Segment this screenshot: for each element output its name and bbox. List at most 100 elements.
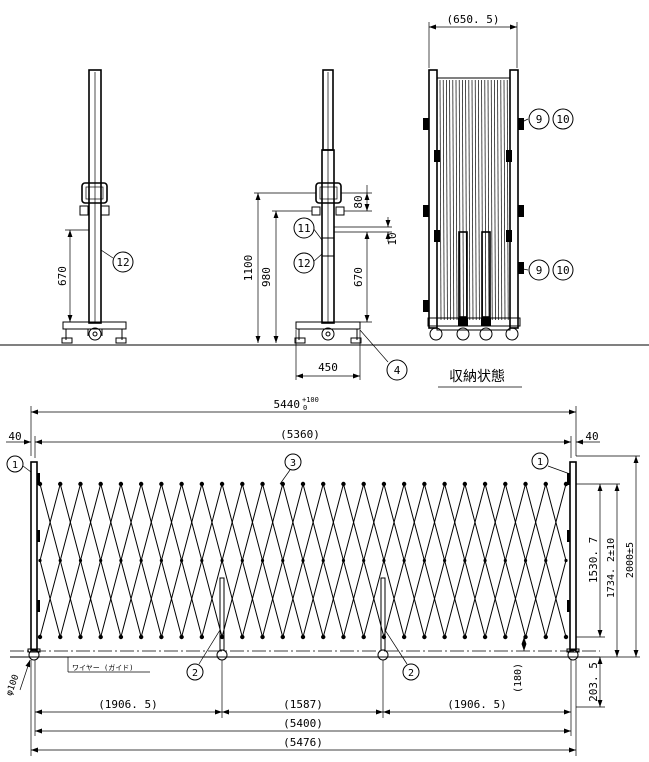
folded-bar <box>468 79 471 321</box>
lattice-bar <box>262 483 284 561</box>
balloon-10-bottom: 10 <box>556 264 569 277</box>
lattice-bar <box>464 483 486 561</box>
lattice-pin <box>362 558 366 563</box>
lattice-pin <box>503 634 508 640</box>
lattice-bar <box>423 560 446 638</box>
balloon-11: 11 <box>297 222 310 235</box>
lattice-bar <box>221 483 243 561</box>
lattice-bar <box>525 483 547 561</box>
lattice-pin <box>463 558 467 563</box>
lattice-bar <box>181 483 203 561</box>
dim-height-203: 203. 5 <box>587 662 600 702</box>
lattice-pin <box>220 558 224 563</box>
folded-bar <box>452 79 455 321</box>
lattice-bar <box>504 560 527 638</box>
balloon-12-mid: 12 <box>297 257 310 270</box>
storage-state-label: 収納状態 <box>449 369 505 385</box>
lattice-bar <box>59 560 81 638</box>
balloon-10-top: 10 <box>556 113 569 126</box>
lattice-pin <box>341 558 346 563</box>
folded-bar <box>494 79 496 321</box>
lattice-bar <box>444 560 466 638</box>
lattice-bar <box>545 483 567 561</box>
folded-bar <box>474 79 477 321</box>
lattice-pin <box>219 481 225 487</box>
lattice-bar <box>525 560 547 638</box>
lattice-pin <box>98 634 103 640</box>
lattice-pin <box>321 481 326 487</box>
folded-bar <box>439 79 442 321</box>
lattice-pin <box>321 634 326 640</box>
lattice-bar <box>464 560 486 638</box>
lattice-pin <box>523 558 528 563</box>
folded-bar <box>471 79 474 321</box>
lattice-bar <box>241 560 264 638</box>
dim-side-1100: 1100 <box>242 255 255 282</box>
lattice-bar <box>342 560 365 638</box>
lattice-bar <box>383 483 405 561</box>
folded-bar <box>478 79 480 321</box>
lattice-pin <box>422 558 426 563</box>
lattice-pin <box>179 481 184 487</box>
lattice-bar <box>423 483 446 561</box>
lattice-pin <box>200 558 204 563</box>
lattice-pin <box>544 558 548 563</box>
lattice-pin <box>462 481 468 487</box>
lattice-bar <box>79 560 102 638</box>
lattice-pin <box>280 481 285 487</box>
side-view-middle: 1100 980 80 10 670 450 11 12 <box>242 69 408 381</box>
dim-end-right: 40 <box>585 430 598 443</box>
dim-side-980: 980 <box>260 267 273 287</box>
folded-bar <box>442 79 445 321</box>
folded-bar <box>449 79 451 321</box>
lattice-pin <box>483 558 487 563</box>
dim-inner-length: (5360) <box>280 428 320 441</box>
lattice-pin <box>401 481 407 487</box>
lattice-pin <box>381 634 387 640</box>
balloon-1-right: 1 <box>537 457 543 468</box>
lattice-bar <box>59 483 81 561</box>
dim-height-1530: 1530. 7 <box>587 537 600 583</box>
lattice-bar <box>403 560 425 638</box>
lattice-pin <box>58 634 63 640</box>
lattice-pin <box>37 481 43 487</box>
lattice-bar <box>181 560 203 638</box>
lattice-pin <box>301 558 305 563</box>
dim-wheel-diameter: φ100 <box>5 673 22 697</box>
dim-height-1734: 1734. 2±10 <box>606 538 617 598</box>
dim-side-670-a: 670 <box>56 266 69 286</box>
dim-side-670-b: 670 <box>352 267 365 287</box>
lattice-bar <box>160 483 183 561</box>
lattice-bar <box>221 560 243 638</box>
lattice-bar <box>444 483 466 561</box>
dim-seg-mid: (1587) <box>283 698 323 711</box>
lattice-pin <box>401 634 407 640</box>
dim-seg-left: (1906. 5) <box>98 698 158 711</box>
lattice-pin <box>482 481 488 487</box>
lattice-pin <box>543 481 548 487</box>
folded-bar <box>490 79 493 321</box>
lattice-pin <box>361 481 366 487</box>
lattice-bar <box>140 560 162 638</box>
dim-side-80: 80 <box>352 195 365 208</box>
balloon-1-left: 1 <box>12 460 18 471</box>
lattice-pin <box>159 558 163 563</box>
lattice-bar <box>342 483 365 561</box>
lattice-bar <box>282 483 304 561</box>
lattice-pin <box>159 481 164 487</box>
lattice-pin <box>321 558 325 563</box>
dim-clearance-180: (180) <box>513 663 524 693</box>
balloon-2-right: 2 <box>408 668 414 679</box>
lattice-bar <box>282 560 304 638</box>
lattice-bar <box>79 483 102 561</box>
lattice-bar <box>545 560 567 638</box>
lattice-pin <box>260 481 265 487</box>
lattice-pin <box>563 481 569 487</box>
lattice-pin <box>564 558 568 563</box>
lattice-bar <box>120 560 142 638</box>
dim-overall-length: 5440 <box>274 398 301 411</box>
lattice-bar <box>201 483 223 561</box>
lattice-pin <box>422 481 427 487</box>
lattice-bar <box>262 560 284 638</box>
